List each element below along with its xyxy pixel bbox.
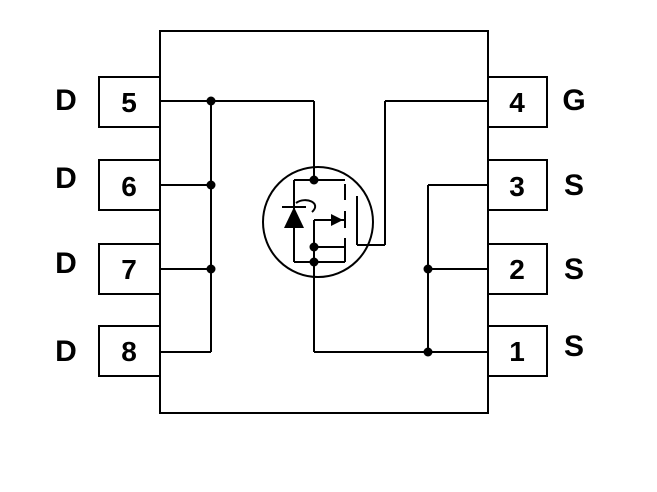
pin-number-7: 7 [121, 254, 137, 285]
pin-number-3: 3 [509, 171, 525, 202]
junction-dot [206, 264, 216, 274]
junction-dot [423, 347, 433, 357]
pin-number-6: 6 [121, 171, 137, 202]
pin-name-7: D [55, 247, 77, 280]
junction-dot [206, 180, 216, 190]
source-wiring [313, 184, 488, 353]
pin-number-4: 4 [509, 87, 525, 118]
pin-name-3: S [564, 169, 584, 202]
pin-name-2: S [564, 253, 584, 286]
pin-name-5: D [55, 84, 77, 117]
junction-dot [309, 257, 319, 267]
pin-number-2: 2 [509, 254, 525, 285]
junction-dot [206, 96, 216, 106]
junction-dot [423, 264, 433, 274]
package-body [159, 30, 489, 414]
pin-name-4: G [562, 84, 585, 117]
pin-name-1: S [564, 330, 584, 363]
junction-dot [309, 242, 319, 252]
pin-name-6: D [55, 162, 77, 195]
gate-wiring [356, 100, 488, 246]
pin-number-5: 5 [121, 87, 137, 118]
pin-name-8: D [55, 335, 77, 368]
pin-number-1: 1 [509, 336, 525, 367]
channel-arrow-icon [331, 214, 343, 226]
junction-dot [309, 175, 319, 185]
mosfet-circle [262, 166, 374, 278]
diode-arrow-icon [284, 207, 304, 228]
pin-number-8: 8 [121, 336, 137, 367]
